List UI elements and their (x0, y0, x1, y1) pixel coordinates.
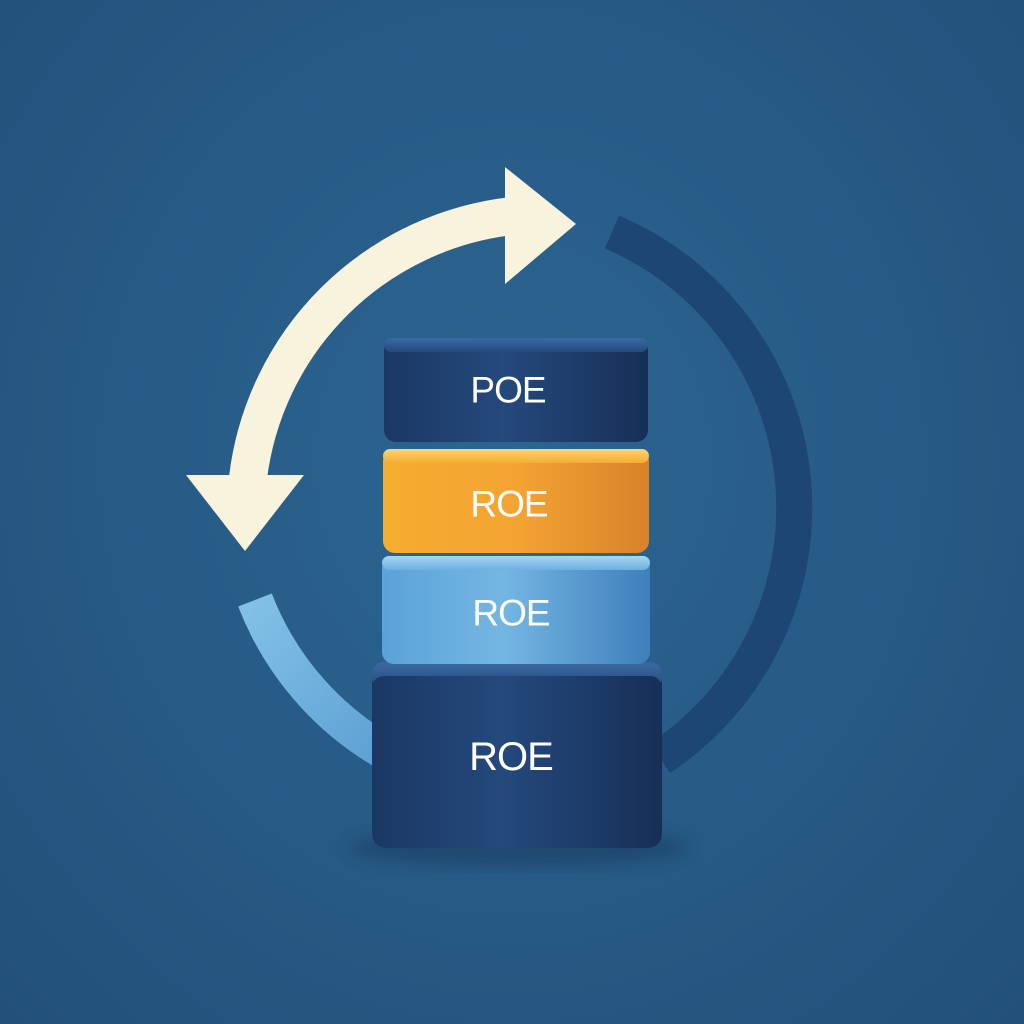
stack-disk-2: ROE (383, 449, 649, 553)
disk-label-1: POE (470, 370, 545, 411)
stack-disk-1: POE (384, 338, 648, 442)
arrowhead-down-icon (186, 475, 304, 551)
dark-cycle-arc (604, 215, 813, 773)
stack-disk-4: ROE (372, 662, 662, 848)
arrowhead-right-icon (505, 167, 576, 284)
disk-label-3: ROE (472, 593, 550, 634)
stack-disk-3: ROE (382, 556, 650, 664)
disk-label-2: ROE (470, 484, 548, 525)
cream-cycle-arc (229, 197, 515, 481)
disk-label-4: ROE (469, 735, 553, 779)
